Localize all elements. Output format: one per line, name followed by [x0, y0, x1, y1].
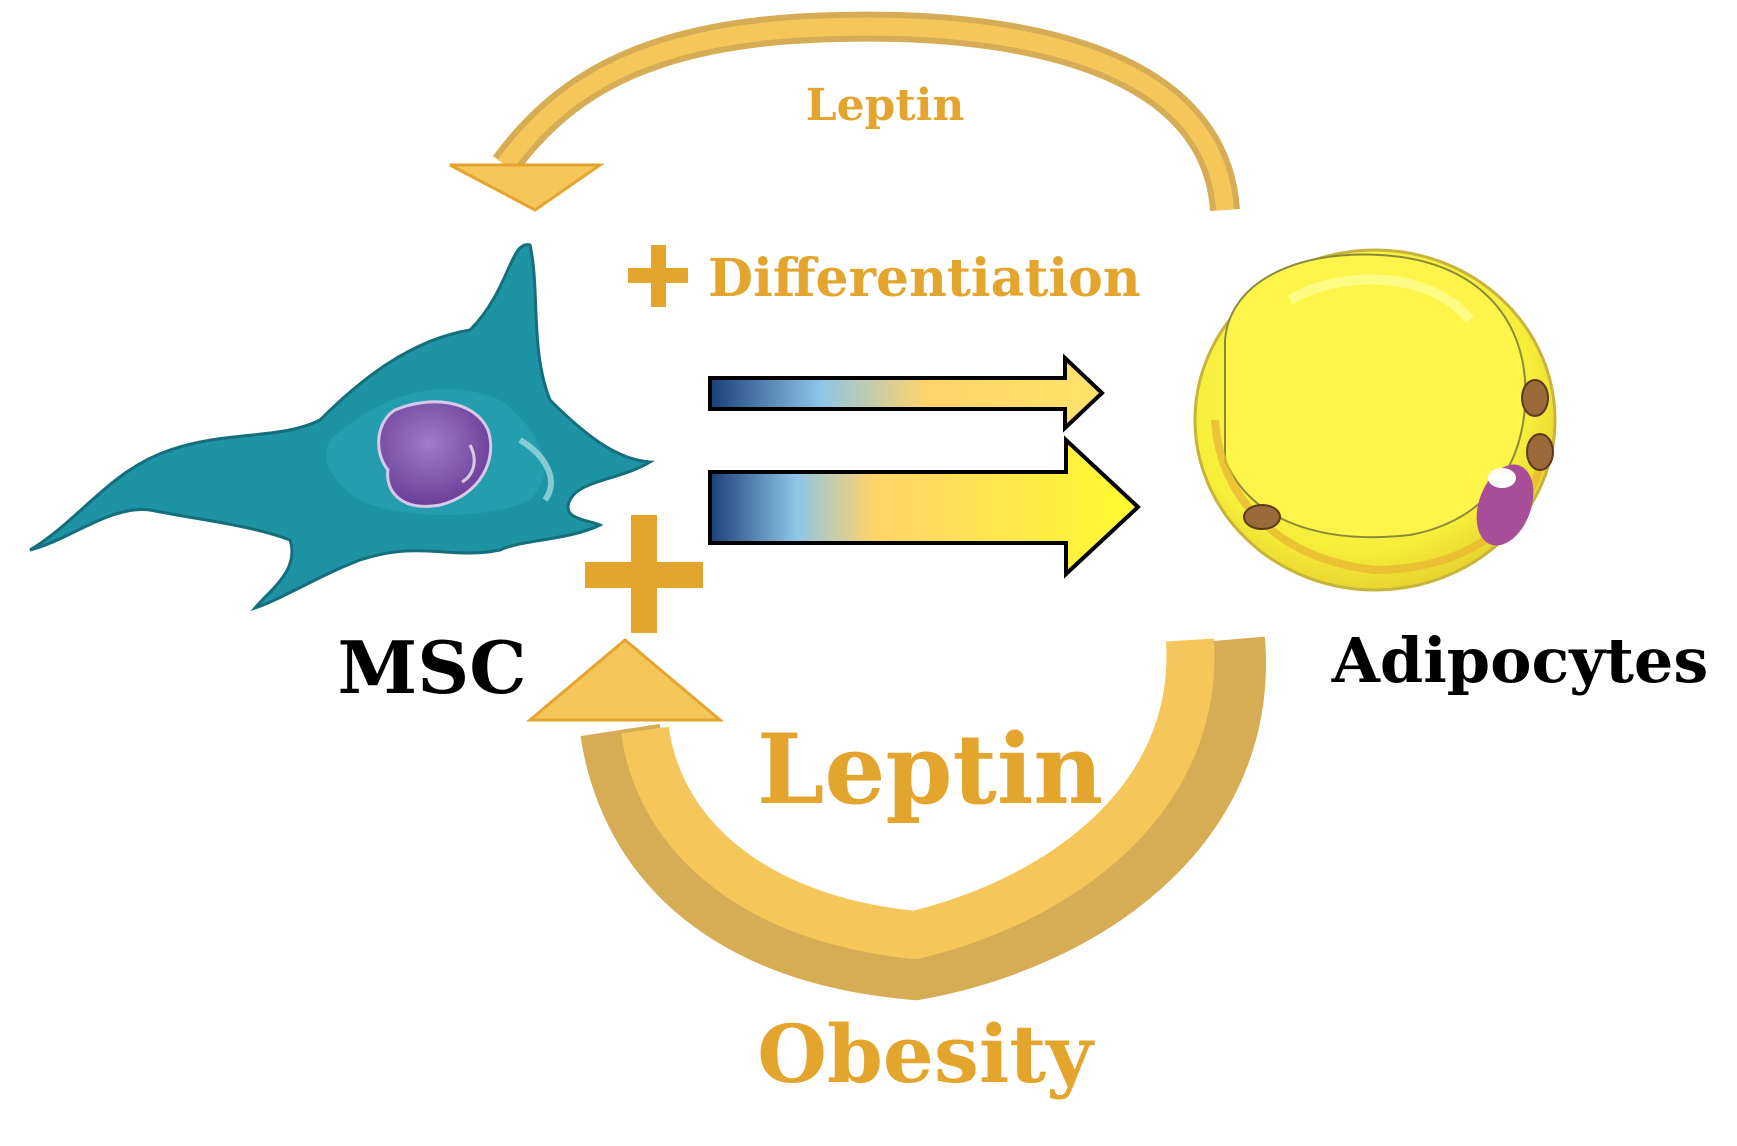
bottom-feedback-arrow — [525, 636, 1266, 1001]
obesity-label: Obesity — [757, 1007, 1095, 1101]
msc-cell-illustration — [29, 243, 655, 612]
large-plus-icon — [585, 515, 703, 633]
adipocyte-cell-illustration — [1193, 248, 1557, 592]
top-feedback-arrow — [449, 11, 1240, 212]
differentiation-label: Differentiation — [708, 248, 1141, 309]
adipocytes-label: Adipocytes — [1331, 624, 1708, 697]
msc-label: MSC — [338, 625, 527, 710]
differentiation-arrow-small — [708, 353, 1105, 433]
leptin-bottom-label: Leptin — [757, 713, 1103, 826]
leptin-top-label: Leptin — [806, 80, 965, 131]
differentiation-arrow-large — [708, 435, 1141, 579]
small-plus-icon — [628, 245, 688, 307]
